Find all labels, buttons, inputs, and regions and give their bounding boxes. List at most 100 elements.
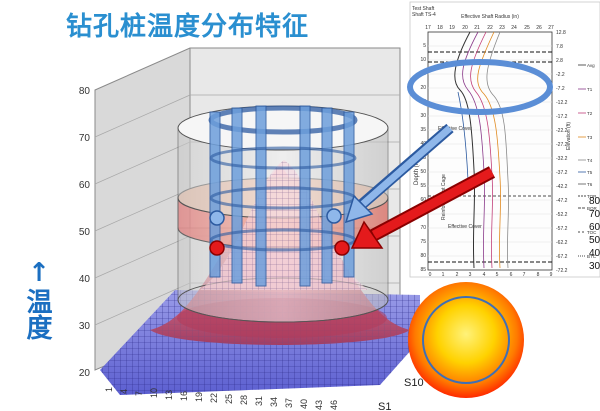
page-title: 钻孔桩温度分布特征 [66,12,310,42]
x-tick: 1 [104,387,114,392]
inset-bottom-tick: 4 [483,272,486,278]
inset-chart: Test Shaft Shaft TS-4 Effective Shaft Ra… [409,1,600,278]
x-tick: 7 [134,391,144,396]
inset-cover-label: Effective Cover [448,224,482,230]
inset-left-tick: 50 [420,169,426,175]
inset-bottom-tick: 5 [496,272,499,278]
inset-header: Test Shaft [412,6,435,12]
inset-top-axis-title: Effective Shaft Radius (in) [461,14,519,20]
x-tick: 28 [239,395,249,405]
legend-entry: T1 [587,87,593,92]
x-tick: 37 [284,398,294,408]
inset-header: Shaft TS-4 [412,12,436,18]
hot-sensor-marker [334,240,350,256]
inset-right-tick: -42.2 [556,184,568,190]
legend-entry: T6 [587,182,593,187]
inset-top-tick: 24 [511,25,517,31]
x-axis-ticks: 1 4 7 10 13 16 19 22 25 28 31 34 37 40 4… [104,387,339,410]
inset-cover-label: Effective Cover [438,126,472,132]
inset-bottom-tick: 1 [442,272,445,278]
inset-right-tick: -17.2 [556,114,568,120]
x-tick: 13 [164,390,174,400]
inset-right-tick: -47.2 [556,198,568,204]
inset-bottom-tick: 8 [537,272,540,278]
inset-bottom-tick: 3 [469,272,472,278]
inset-top-tick: 25 [524,25,530,31]
red-arrow-head [350,220,384,249]
side-axis-label: S10 [404,377,424,389]
edge-number: 80 [589,196,600,207]
inset-right-tick: 7.8 [556,44,563,50]
inset-left-tick: 80 [420,253,426,259]
blue-arrow-head [344,194,374,224]
cool-sensor-marker [209,210,225,226]
inset-legend: Avg T1 T2 T3 T4 T5 T6 TOR BOR TOC BTC [578,63,598,259]
inset-bottom-tick: 9 [550,272,553,278]
x-tick: 22 [209,393,219,403]
inset-left-tick: 70 [420,225,426,231]
inset-top-tick: 23 [499,25,505,31]
temperature-label-text: 温度 [22,288,52,340]
legend-entry: BOR [587,206,598,211]
inset-left-tick: 20 [420,85,426,91]
inset-edge-numbers: 80 70 60 50 40 30 [589,196,600,272]
legend-entry: T5 [587,170,593,175]
legend-entry: T2 [587,111,593,116]
x-tick: 43 [314,400,324,410]
inset-right-tick: -57.2 [556,226,568,232]
inset-left-tick: 60 [420,197,426,203]
inset-right-tick: -2.2 [556,72,565,78]
inset-right-axis-title: Elevation (ft) [566,122,572,150]
callout-arrows [344,123,496,249]
x-tick: 19 [194,392,204,402]
legend-entry: TOR [587,194,597,199]
edge-number: 60 [589,222,600,233]
highlight-ellipse [407,59,553,115]
side-axis-label: S1 [378,401,391,411]
edge-number: 50 [589,235,600,246]
inset-bottom-tick: 6 [510,272,513,278]
inset-top-tick: 19 [449,25,455,31]
z-tick: 30 [79,321,91,332]
inset-right-tick: 12.8 [556,30,566,36]
x-tick: 25 [224,394,234,404]
cool-sensor-marker [326,208,342,224]
inset-top-tick: 20 [462,25,468,31]
inset-bottom-tick: 7 [523,272,526,278]
sensor-markers [209,208,350,256]
edge-number: 70 [589,209,600,220]
inset-left-tick: 10 [420,57,426,63]
legend-entry: T3 [587,135,593,140]
inset-top-tick: 21 [474,25,480,31]
inset-left-tick: 85 [420,267,426,273]
z-tick: 20 [79,368,91,379]
z-tick: 70 [79,133,91,144]
z-axis-ticks: 80 70 60 50 40 30 20 [79,86,91,379]
inset-top-tick: 17 [425,25,431,31]
inset-right-tick: 2.8 [556,58,563,64]
inset-left-tick: 55 [420,183,426,189]
inset-right-tick: -7.2 [556,86,565,92]
inset-bottom-tick: 2 [456,272,459,278]
z-tick: 50 [79,227,91,238]
x-tick: 31 [254,396,264,406]
z-tick: 80 [79,86,91,97]
inset-right-tick: -62.2 [556,240,568,246]
legend-entry: TOC [587,230,597,235]
hot-sensor-marker [209,240,225,256]
inset-left-tick: 75 [420,239,426,245]
legend-entry: T4 [587,158,593,163]
x-tick: 4 [119,389,129,394]
inset-right-tick: -12.2 [556,100,568,106]
x-tick: 34 [269,397,279,407]
edge-number: 40 [589,248,600,259]
z-tick: 40 [79,274,91,285]
inset-left-tick: 5 [423,43,426,49]
cross-section-disk [408,282,524,398]
inset-left-tick: 30 [420,113,426,119]
inset-right-tick: -52.2 [556,212,568,218]
arrow-up-icon: ↑ [28,258,50,288]
edge-number: 30 [589,261,600,272]
side-axis-labels: S10 S1 [378,377,424,411]
